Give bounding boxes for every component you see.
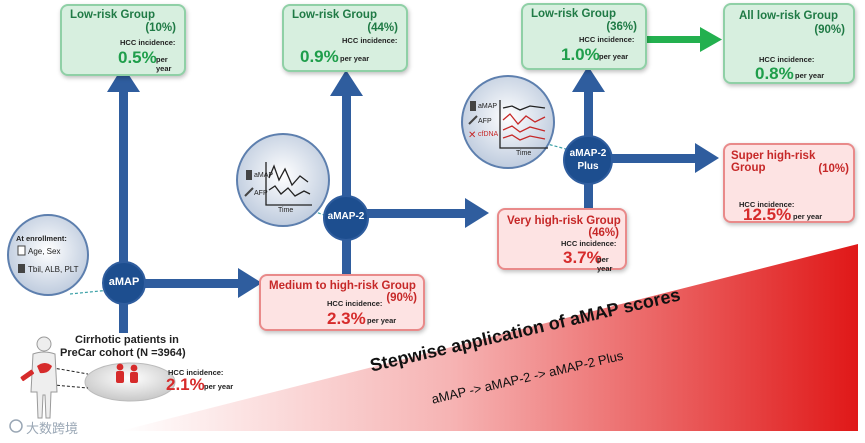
group-percent: (44%) — [367, 22, 398, 34]
amap2-node-label: aMAP-2 — [327, 211, 365, 222]
time-axis-label-2: Time — [516, 150, 532, 157]
dna-icon: ✕ — [468, 130, 476, 141]
group-title: Medium to high-risk Group — [269, 280, 416, 292]
medium-high-risk-group: Medium to high-risk Group (90%) HCC inci… — [259, 274, 425, 331]
marker-afp-label: AFP — [254, 190, 268, 197]
incidence-value: 12.5% — [743, 205, 792, 224]
group-percent: (36%) — [606, 21, 637, 33]
group-percent: (46%) — [588, 227, 619, 239]
incidence-unit: per year — [795, 71, 825, 80]
incidence-unit: per year — [367, 316, 397, 325]
group-percent: (10%) — [145, 22, 176, 34]
group-title: Low-risk Group — [70, 9, 155, 21]
incidence-value: 0.8% — [755, 64, 794, 83]
syringe-small-icon-2 — [468, 115, 478, 125]
phone-icon — [246, 170, 252, 180]
enrollment-line2: Tbil, ALB, PLT — [28, 265, 79, 274]
marker-amap-label: aMAP — [254, 172, 274, 179]
incidence-unit: per year — [599, 52, 629, 61]
group-title: Low-risk Group — [292, 9, 377, 21]
group-title: Super high-risk Group — [731, 150, 816, 174]
enrollment-line1: Age, Sex — [28, 247, 61, 256]
green-arrow — [645, 27, 722, 52]
people-icon — [116, 363, 138, 383]
incidence-label: HCC incidence: — [759, 55, 815, 64]
incidence-value: 2.3% — [327, 309, 366, 328]
patient-disc — [84, 362, 176, 402]
cohort-incidence-unit: per year — [204, 382, 234, 391]
cohort-incidence-label: HCC incidence: — [168, 368, 224, 377]
incidence-label: HCC incidence: — [739, 200, 795, 209]
amap-node — [102, 261, 146, 305]
group-title: Low-risk Group — [531, 8, 616, 20]
incidence-unit: per year — [340, 54, 370, 63]
incidence-label: HCC incidence: — [561, 239, 617, 248]
super-high-risk-group: Super high-risk Group (10%) HCC incidenc… — [723, 143, 855, 224]
low-risk-group-3: Low-risk Group (36%) HCC incidence: 1.0%… — [521, 3, 647, 70]
marker-afp-label-2: AFP — [478, 118, 492, 125]
group-percent: (10%) — [818, 163, 849, 175]
amap2-trend-circle — [236, 133, 330, 227]
low-risk-group-1: Low-risk Group (10%) HCC incidence: 0.5%… — [60, 4, 186, 76]
incidence-value: 3.7% — [563, 248, 602, 267]
amap2plus-node — [563, 135, 613, 185]
amap2plus-trend-circle — [461, 75, 555, 169]
cohort-title-line2: PreCar cohort (N =3964) — [60, 347, 186, 359]
incidence-label: HCC incidence: — [579, 35, 635, 44]
enrollment-heading: At enrollment: — [16, 234, 67, 243]
amap2-node — [323, 195, 369, 241]
low-risk-group-2: Low-risk Group (44%) HCC incidence: 0.9%… — [282, 4, 408, 72]
group-percent: (90%) — [386, 292, 417, 304]
incidence-value: 0.9% — [300, 47, 339, 66]
lab-report-icon — [18, 264, 25, 273]
incidence-unit: per year — [156, 55, 172, 73]
syringe-icon — [20, 369, 35, 382]
amap-node-label: aMAP — [108, 276, 140, 288]
incidence-unit: per year — [597, 255, 613, 273]
group-title: All low-risk Group — [739, 10, 839, 22]
human-figure-icon — [30, 336, 58, 419]
amap2plus-node-label-line2: Plus — [577, 161, 599, 172]
cohort-title-line1: Cirrhotic patients in — [75, 334, 179, 346]
very-high-risk-group: Very high-risk Group (46%) HCC incidence… — [497, 208, 627, 273]
incidence-value: 0.5% — [118, 48, 157, 67]
trend-chart-3 — [499, 100, 548, 149]
group-title: Very high-risk Group — [507, 215, 621, 227]
watermark-logo-icon — [9, 419, 23, 433]
incidence-label: HCC incidence: — [327, 299, 383, 308]
syringe-small-icon — [244, 187, 254, 197]
marker-amap-label-2: aMAP — [478, 103, 498, 110]
stepwise-wedge — [120, 244, 858, 431]
document-icon — [17, 245, 26, 256]
incidence-label: HCC incidence: — [342, 36, 398, 45]
all-low-risk-group: All low-risk Group (90%) HCC incidence: … — [723, 3, 855, 84]
enrollment-circle — [7, 214, 89, 296]
time-axis-label: Time — [278, 207, 294, 214]
incidence-value: 1.0% — [561, 45, 600, 64]
phone-icon-2 — [470, 101, 476, 111]
watermark-text: 大数跨境 — [26, 421, 79, 436]
marker-cfdna-label: cfDNA — [478, 131, 499, 138]
cohort-incidence-value: 2.1% — [166, 375, 205, 394]
incidence-label: HCC incidence: — [120, 38, 176, 47]
incidence-unit: per year — [793, 212, 823, 221]
amap2plus-node-label-line1: aMAP-2 — [569, 148, 607, 159]
liver-icon — [37, 363, 52, 374]
trend-chart-2 — [265, 162, 312, 206]
group-percent: (90%) — [814, 24, 845, 36]
